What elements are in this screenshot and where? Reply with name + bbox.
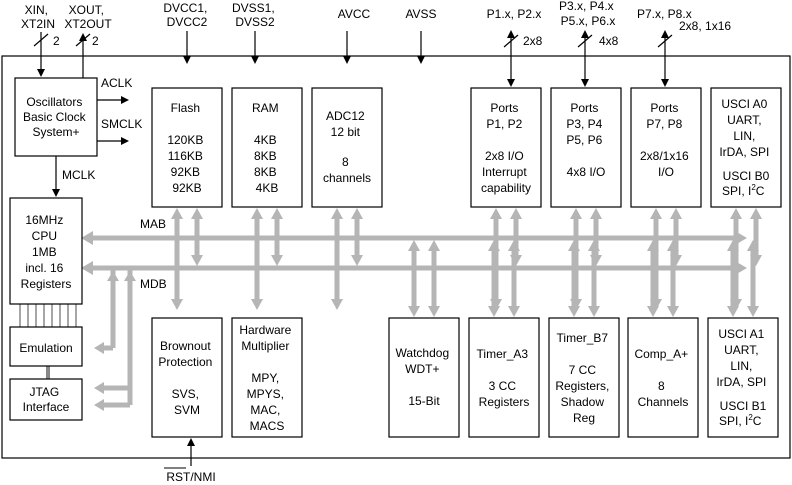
timer-b7-label: Timer_B7 7 CC Registers, Shadow Reg xyxy=(555,331,612,425)
ram-label: RAM 4KB 8KB 8KB 4KB xyxy=(252,101,282,195)
xout-label: XOUT, XT2OUT xyxy=(64,3,112,31)
watchdog-block xyxy=(388,317,460,438)
ports-p3-p6-label: Ports P3, P4 P5, P6 4x8 I/O xyxy=(566,101,605,179)
xout-bus-width: 2 xyxy=(92,34,99,48)
bus-connector-tb7 xyxy=(588,240,600,317)
bus-connector-adc xyxy=(331,208,343,310)
usci-a1-b1-label: USCI A1 UART, LIN, IrDA, SPI USCI B1 xyxy=(716,327,769,413)
usci-a0-b0-label: USCI A0 UART, LIN, IrDA, SPI USCI B0 xyxy=(719,97,772,183)
flash-block xyxy=(151,87,223,208)
bus-connector-ua1 xyxy=(747,240,759,317)
xin-bus-width: 2 xyxy=(53,34,60,48)
bus-connector-ua1 xyxy=(727,240,739,317)
usci-a1-b1-block xyxy=(707,317,779,438)
brownout-block xyxy=(151,317,223,438)
emulation-block xyxy=(9,326,83,367)
p3-p6-pins-label: P3.x, P4.x P5.x, P6.x xyxy=(559,0,617,28)
smclk-label: SMCLK xyxy=(101,117,142,131)
cpu-emulation-link xyxy=(19,304,77,379)
xin-label: XIN, XT2IN xyxy=(21,3,55,31)
chip-boundary xyxy=(1,55,791,459)
jtag-label: JTAG Interface xyxy=(23,385,70,414)
p1-p2-pins-label: P1.x, P2.x xyxy=(487,7,542,21)
p1-bus-width: 2x8 xyxy=(523,34,543,48)
bus-connector-ta3 xyxy=(508,240,520,317)
ram-block xyxy=(231,87,303,208)
bus-connector-flash xyxy=(171,208,183,310)
p7-p8-pins-arrow xyxy=(657,30,673,87)
ports-p7-p8-block xyxy=(630,87,702,208)
avcc-arrow xyxy=(343,31,351,64)
debug-bus xyxy=(94,268,136,411)
bus-connector-ta3 xyxy=(488,240,500,317)
ports-p7-p8-label: Ports P7, P8 2x8/1x16 I/O xyxy=(640,101,692,179)
rst-arrow xyxy=(187,438,195,466)
usci-a0-b0-block xyxy=(710,87,782,208)
oscillator-label: Oscillators Basic Clock System+ xyxy=(23,95,89,139)
smclk-arrow xyxy=(97,137,129,145)
usci-b0-spi-i2c: SPI, I2C xyxy=(722,183,765,198)
bus-connector-comp xyxy=(647,240,659,317)
cpu-block xyxy=(9,197,83,305)
watchdog-label: Watchdog WDT+ 15-Bit xyxy=(396,346,453,408)
bus-connector-ram xyxy=(271,208,283,266)
xin-arrow xyxy=(33,32,49,77)
avss-arrow xyxy=(417,31,425,64)
timer-b7-block xyxy=(548,317,620,438)
bus-connector-wdt xyxy=(428,240,440,317)
bus-connector-wdt xyxy=(408,240,420,317)
p1-p2-pins-arrow xyxy=(503,30,519,87)
adc12-block xyxy=(311,87,383,208)
p3-bus-width: 4x8 xyxy=(599,34,619,48)
mab-label: MAB xyxy=(140,217,166,231)
comp-a-block xyxy=(627,317,699,438)
ports-p1-p2-label: Ports P1, P2 2x8 I/O Interrupt capabilit… xyxy=(481,101,531,195)
rst-nmi-label: RST/NMI xyxy=(166,470,215,484)
flash-label: Flash 120KB 116KB 92KB 92KB xyxy=(167,101,206,195)
mdb-label: MDB xyxy=(140,277,167,291)
bus-connector-ram xyxy=(251,208,263,310)
bus-connector-adc xyxy=(351,208,363,266)
bus-connector-tb7 xyxy=(568,240,580,317)
mclk-label: MCLK xyxy=(62,168,95,182)
dvss-arrow xyxy=(251,31,259,64)
bus-connectors xyxy=(171,208,762,317)
avss-label: AVSS xyxy=(405,7,436,21)
ports-p1-p2-block xyxy=(470,87,542,208)
xout-arrow xyxy=(75,33,91,78)
p3-p6-pins-arrow xyxy=(577,30,593,87)
usci-b1-spi-i2c: SPI, I2C xyxy=(719,413,762,428)
brownout-label: Brownout Protection SVS, SVM xyxy=(158,339,215,417)
cpu-label: 16MHz CPU 1MB incl. 16 Registers xyxy=(21,213,72,291)
bus-connector-flash xyxy=(191,208,203,266)
adc12-label: ADC12 12 bit 8 channels xyxy=(323,109,371,185)
p7-p8-pins-label: P7.x, P8.x 2x8, 1x16 xyxy=(637,7,731,33)
dvcc-label: DVCC1, DVCC2 xyxy=(163,1,210,29)
bus-connector-comp xyxy=(667,240,679,317)
hardware-multiplier-block xyxy=(231,317,303,438)
aclk-label: ACLK xyxy=(101,76,132,90)
comp-a-label: Comp_A+ 8 Channels xyxy=(634,347,691,409)
timer-a3-block xyxy=(468,317,540,438)
dvss-label: DVSS1, DVSS2 xyxy=(232,1,278,29)
jtag-block xyxy=(9,378,83,421)
mclk-arrow xyxy=(52,156,60,197)
emulation-label: Emulation xyxy=(19,341,72,355)
dvcc-arrow xyxy=(183,31,191,64)
timer-a3-label: Timer_A3 3 CC Registers xyxy=(477,347,532,409)
avcc-label: AVCC xyxy=(338,7,371,21)
ports-p3-p6-block xyxy=(550,87,622,208)
hardware-multiplier-label: Hardware Multiplier MPY, MPYS, MAC, MACS xyxy=(239,323,294,433)
aclk-arrow xyxy=(97,96,129,104)
